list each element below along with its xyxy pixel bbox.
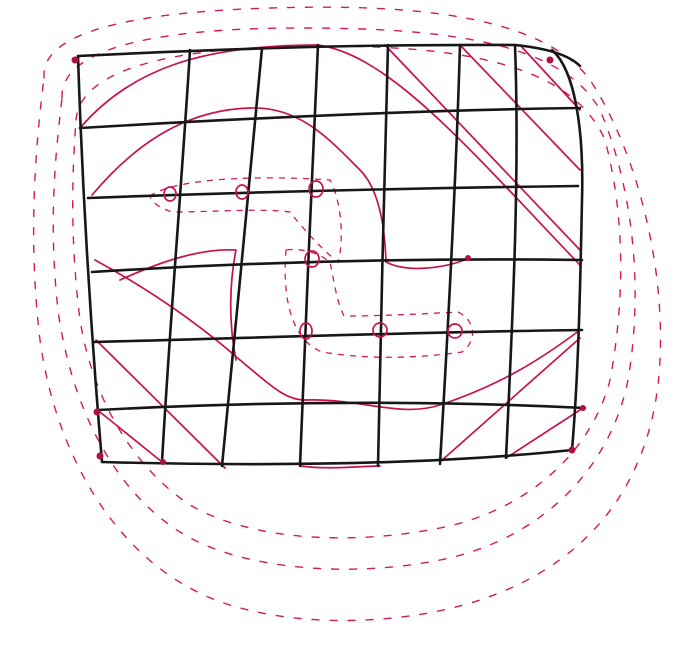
inner-loop-upper [149, 177, 342, 264]
inner-dashed-loops [149, 177, 474, 358]
red-node-circles [163, 180, 463, 340]
node-circle [372, 322, 388, 338]
inner-loop-lower [284, 248, 474, 358]
grid-col-line-1 [76, 54, 104, 464]
red-line-g [385, 257, 471, 270]
dashed-halo-rings [32, 6, 662, 622]
grid-row-line-5 [92, 328, 584, 344]
corner-dot [96, 452, 104, 460]
corner-dot [546, 56, 554, 64]
corner-dot [71, 56, 79, 64]
grid-row-line-7 [100, 448, 574, 466]
red-line-n [505, 407, 584, 459]
red-line-l [99, 411, 163, 463]
red-line-e [519, 44, 581, 111]
node-circle [299, 322, 313, 340]
node-circle [304, 250, 320, 268]
node-circle [163, 186, 177, 202]
grid-col-line-8 [550, 48, 584, 452]
corner-dot [160, 459, 166, 465]
red-line-f [91, 107, 387, 263]
red-line-o [299, 465, 381, 469]
corner-dot [465, 255, 471, 261]
node-circle [308, 180, 324, 198]
red-line-k [95, 339, 226, 469]
corner-dot [568, 446, 576, 454]
grid-row-line-6 [96, 401, 587, 412]
grid-col-line-2 [160, 48, 192, 464]
grid-col-line-4 [298, 43, 320, 468]
grid-col-line-6 [438, 43, 462, 466]
grid-col-line-7 [504, 43, 518, 460]
node-circle [447, 323, 463, 339]
grid-col-line-3 [220, 46, 264, 468]
red-line-a [79, 44, 319, 129]
node-circle [235, 184, 249, 200]
red-line-h [94, 259, 306, 401]
red-line-j [304, 329, 581, 411]
red-line-d [459, 44, 581, 171]
red-line-b [317, 44, 581, 266]
grid-col-line-5 [376, 43, 390, 468]
corner-dot [93, 408, 101, 416]
halo-ring-outer [32, 6, 662, 622]
corner-dot [580, 405, 586, 411]
grid-row-line-3 [86, 184, 580, 200]
black-grid [76, 43, 587, 468]
red-line-c [384, 44, 581, 251]
red-contour-curves [79, 44, 584, 469]
corner-dots [71, 56, 586, 465]
red-line-i [119, 248, 237, 361]
grid-row-line-2 [78, 106, 582, 130]
halo-ring-middle [52, 27, 636, 570]
